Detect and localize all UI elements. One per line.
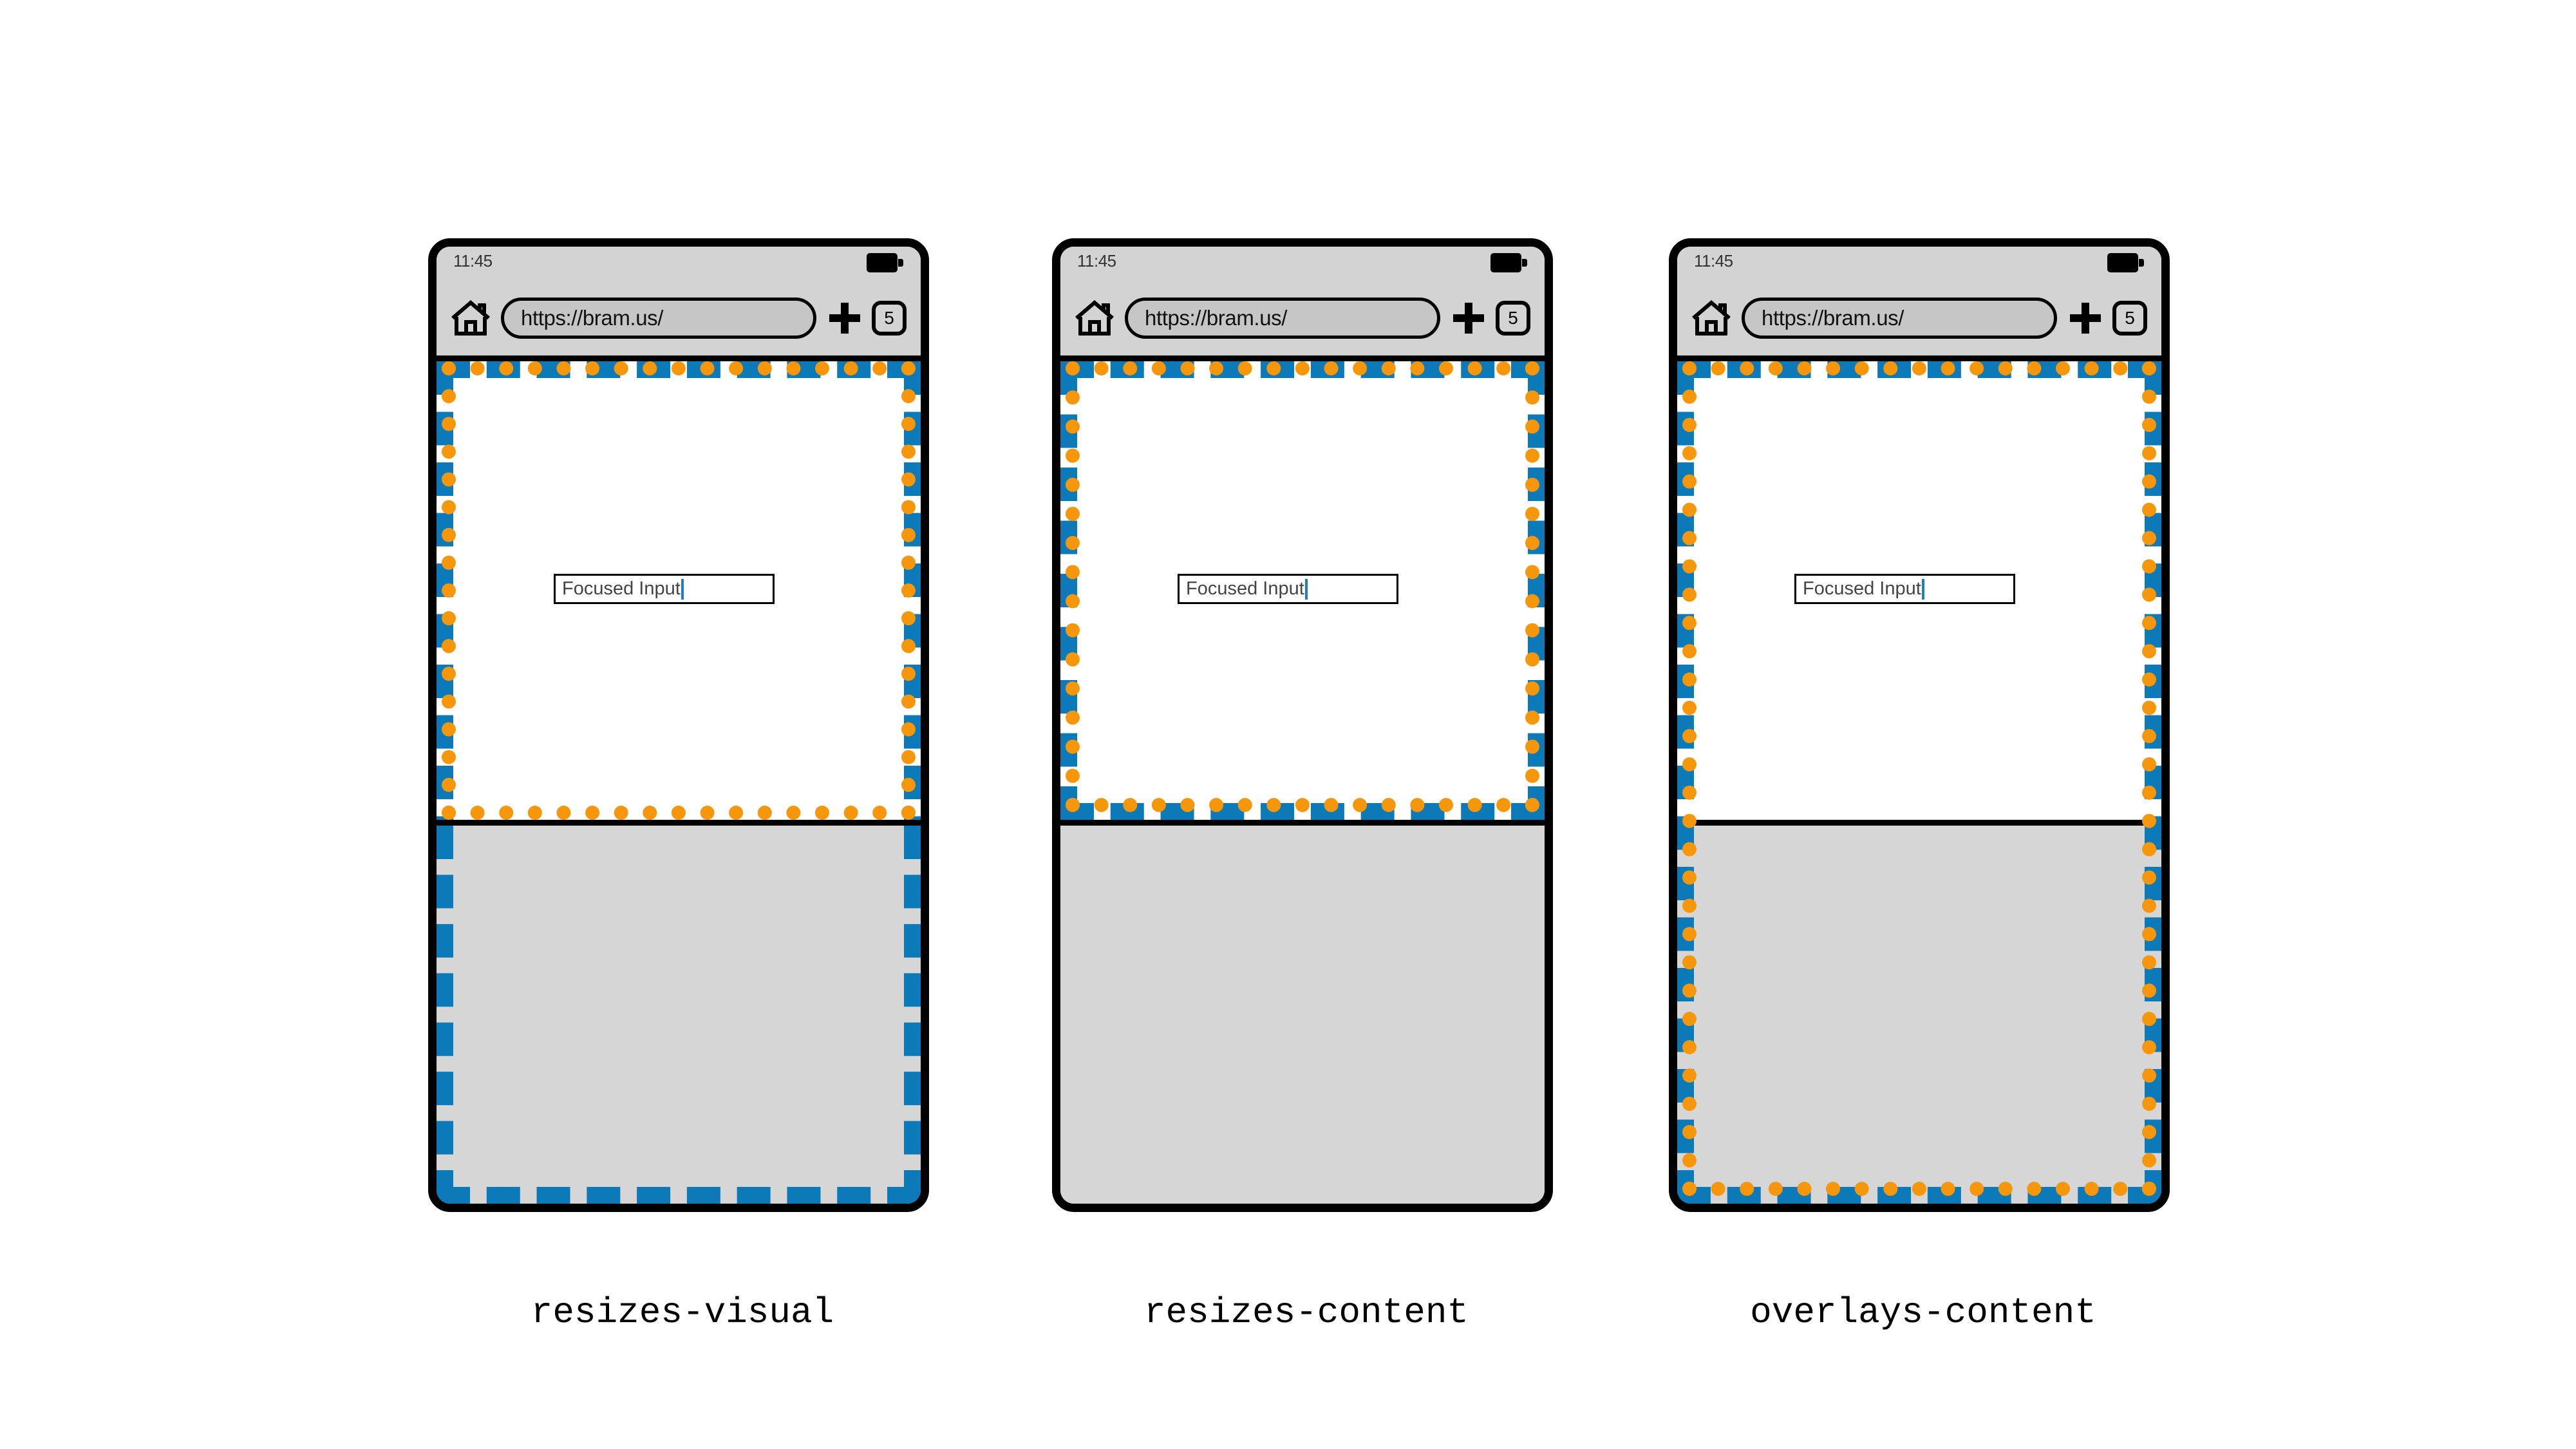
panel-resizes-visual: 11:45 https://bram.us/ (428, 238, 937, 1333)
focused-input-value: Focused Input (562, 578, 681, 599)
battery-shell (867, 253, 898, 272)
status-clock: 11:45 (1694, 251, 1733, 270)
panel-caption: resizes-visual (531, 1292, 834, 1333)
page-content: Focused Input (1677, 361, 2161, 1204)
browser-chrome: 11:45 https://bram.us/ (437, 247, 921, 361)
panel-resizes-content: 11:45 https://bram.us/ (1052, 238, 1561, 1333)
keyboard-top-divider (1060, 820, 1545, 826)
focused-input[interactable]: Focused Input (554, 574, 775, 604)
url-text: https://bram.us/ (1762, 305, 1904, 330)
plus-icon[interactable] (829, 302, 860, 334)
focused-input[interactable]: Focused Input (1794, 574, 2015, 604)
home-icon[interactable] (451, 299, 491, 336)
url-bar[interactable]: https://bram.us/ (1125, 297, 1440, 339)
text-caret (1921, 578, 1924, 600)
browser-chrome: 11:45 https://bram.us/ (1060, 247, 1545, 361)
virtual-keyboard (437, 826, 921, 1204)
status-clock: 11:45 (1077, 251, 1116, 270)
page-content: Focused Input (1060, 361, 1545, 1204)
battery-nub (898, 259, 903, 267)
panel-caption: overlays-content (1750, 1292, 2096, 1333)
status-bar: 11:45 (1677, 247, 2161, 280)
focused-input[interactable]: Focused Input (1178, 574, 1398, 604)
plus-icon[interactable] (1453, 302, 1484, 334)
battery-nub (2139, 259, 2144, 267)
status-bar: 11:45 (437, 247, 921, 280)
page-content: Focused Input (437, 361, 921, 1204)
tab-count-button[interactable]: 5 (1496, 300, 1530, 336)
browser-toolbar: https://bram.us/ 5 (1060, 280, 1545, 355)
keyboard-top-divider (437, 820, 921, 826)
tab-count-button[interactable]: 5 (2112, 300, 2147, 336)
browser-toolbar: https://bram.us/ 5 (1677, 280, 2161, 355)
focused-input-value: Focused Input (1186, 578, 1304, 599)
home-icon[interactable] (1075, 299, 1114, 336)
status-clock: 11:45 (453, 251, 493, 270)
browser-chrome: 11:45 https://bram.us/ (1677, 247, 2161, 361)
url-bar[interactable]: https://bram.us/ (1742, 297, 2057, 339)
battery-shell (2107, 253, 2138, 272)
text-caret (1304, 578, 1308, 600)
home-icon[interactable] (1691, 299, 1731, 336)
phone-frame: 11:45 https://bram.us/ (428, 238, 929, 1212)
plus-icon[interactable] (2070, 302, 2101, 334)
browser-toolbar: https://bram.us/ 5 (437, 280, 921, 355)
battery-nub (1522, 259, 1527, 267)
url-bar[interactable]: https://bram.us/ (501, 297, 816, 339)
focused-input-value: Focused Input (1803, 578, 1921, 599)
virtual-keyboard (1677, 826, 2161, 1204)
phone-frame: 11:45 https://bram.us/ (1052, 238, 1553, 1212)
battery-shell (1490, 253, 1521, 272)
virtual-keyboard (1060, 826, 1545, 1204)
status-bar: 11:45 (1060, 247, 1545, 280)
battery-full-icon (1490, 253, 1528, 272)
phone-frame: 11:45 https://bram.us/ (1669, 238, 2170, 1212)
panel-overlays-content: 11:45 https://bram.us/ (1669, 238, 2177, 1333)
url-text: https://bram.us/ (521, 305, 664, 330)
keyboard-top-divider (1677, 820, 2161, 826)
battery-full-icon (2107, 253, 2145, 272)
text-caret (681, 578, 684, 600)
battery-full-icon (867, 253, 904, 272)
tab-count-button[interactable]: 5 (872, 300, 907, 336)
url-text: https://bram.us/ (1145, 305, 1288, 330)
panel-caption: resizes-content (1143, 1292, 1469, 1333)
